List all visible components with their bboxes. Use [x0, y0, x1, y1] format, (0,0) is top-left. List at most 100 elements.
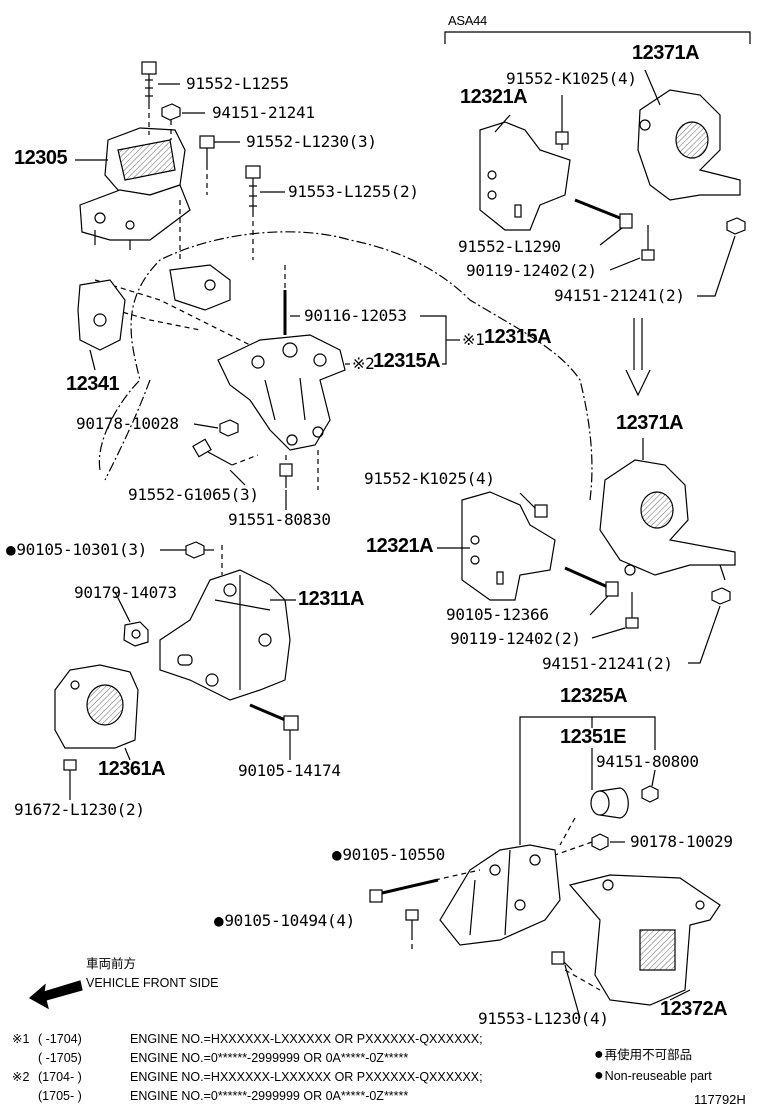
- down-arrow-icon: [625, 318, 651, 397]
- part-90178-10029: 90178-10029: [630, 832, 733, 851]
- part-12371A-upper: 12371A: [632, 42, 700, 64]
- engine-outline-lower: [104, 379, 151, 481]
- note-2-text-2: ENGINE NO.=0******-2999999 OR 0A*****-0Z…: [130, 1089, 409, 1103]
- note-2-range-1: (1704- ): [38, 1070, 82, 1084]
- bolt-91552-L1290: [574, 198, 633, 229]
- part-12311A: 12311A: [298, 588, 364, 610]
- part-91552-G1065-3: 91552-G1065(3): [128, 485, 259, 504]
- mount-12361A-drawing: [54, 664, 139, 749]
- part-90105-10550: 90105-10550: [332, 846, 445, 864]
- part-94151-21241-2-lower: 94151-21241(2): [542, 654, 673, 673]
- part-90105-10301-3: 90105-10301(3): [6, 541, 147, 559]
- part-12325A: 12325A: [560, 685, 628, 707]
- part-94151-21241-2-upper: 94151-21241(2): [554, 286, 685, 305]
- note-1-range-1: ( -1704): [38, 1032, 82, 1046]
- part-90105-12366: 90105-12366: [446, 605, 549, 624]
- assembly-lines-upper-left: [79, 104, 286, 351]
- part-90119-12402-2-upper: 90119-12402(2): [466, 261, 597, 280]
- mark-1: ※1: [462, 330, 485, 349]
- part-91552-L1255: 91552-L1255: [186, 74, 289, 93]
- nut-94151-21241: [161, 103, 181, 121]
- nut-90178-10029: [591, 833, 609, 851]
- bolt-91552-K1025-lower: [534, 504, 548, 518]
- part-12321A-lower: 12321A: [366, 535, 434, 557]
- part-94151-80800: 94151-80800: [596, 752, 699, 771]
- bolt-90105-10301: [185, 541, 214, 559]
- bolt-90119-12402-upper: [641, 225, 655, 261]
- part-12371A-lower: 12371A: [616, 412, 684, 434]
- leader-lines: [69, 69, 736, 1019]
- note-1-text-2: ENGINE NO.=0******-2999999 OR 0A*****-0Z…: [130, 1051, 409, 1065]
- part-91553-L1255-2: 91553-L1255(2): [288, 182, 419, 201]
- nut-94151-21241-upper: [726, 217, 746, 235]
- bushing-12351E-drawing: [590, 787, 629, 819]
- note-2-text-1: ENGINE NO.=HXXXXXX-LXXXXXX OR PXXXXXX-QX…: [130, 1070, 483, 1084]
- part-12361A: 12361A: [98, 758, 166, 780]
- nut-90178-10028: [219, 419, 239, 437]
- bolt-91672-L1230: [63, 759, 77, 785]
- part-90105-14174: 90105-14174: [238, 761, 341, 780]
- bolt-91551-80830: [279, 463, 293, 488]
- bolt-91552-K1025-upper: [555, 131, 569, 150]
- note-1-text-1: ENGINE NO.=HXXXXXX-LXXXXXX OR PXXXXXX-QX…: [130, 1032, 483, 1046]
- bolt-90105-14174: [249, 703, 299, 731]
- bracket-12325A-drawing: [439, 844, 561, 946]
- bolt-90119-12402-lower: [625, 592, 639, 629]
- bracket-12321A-upper-drawing: [479, 121, 571, 231]
- part-12341: 12341: [66, 373, 120, 395]
- part-90179-14073: 90179-14073: [74, 583, 177, 602]
- part-12372A: 12372A: [660, 998, 728, 1020]
- bolt-91553-L1255: [245, 165, 261, 212]
- part-12315A-mark2: 12315A: [373, 350, 441, 372]
- nut-94151-21241-lower: [711, 587, 731, 605]
- assembly-lines-12325A: [411, 817, 601, 991]
- part-12321A-upper: 12321A: [460, 86, 528, 108]
- bracket-12315A-drawing: [217, 290, 346, 451]
- bolt-91552-G1065: [192, 438, 233, 466]
- legend-en: Non-reuseable part: [594, 1068, 712, 1084]
- mark-2: ※2: [352, 354, 375, 373]
- front-arrow-icon: [28, 980, 83, 1010]
- part-90116-12053: 90116-12053: [304, 306, 407, 325]
- bolt-90105-10494: [405, 909, 419, 935]
- nut-90179-14073: [123, 621, 149, 647]
- note-2-mark: ※2: [12, 1070, 30, 1084]
- part-90119-12402-2-lower: 90119-12402(2): [450, 629, 581, 648]
- bracket-12311A-drawing: [159, 569, 291, 701]
- part-90105-10494-4: 90105-10494(4): [214, 912, 355, 930]
- mount-12371A-lower-drawing: [599, 459, 736, 581]
- direction-label-en: VEHICLE FRONT SIDE: [86, 976, 219, 990]
- part-91552-K1025-4-lower: 91552-K1025(4): [364, 469, 495, 488]
- mount-12371A-upper-drawing: [637, 89, 741, 201]
- part-91553-L1230-4: 91553-L1230(4): [478, 1009, 609, 1028]
- bolt-91553-L1230: [551, 951, 573, 971]
- part-90178-10028: 90178-10028: [76, 414, 179, 433]
- part-12351E: 12351E: [560, 726, 626, 748]
- figure-code: 117792H: [694, 1092, 746, 1107]
- part-91552-L1230-3: 91552-L1230(3): [246, 132, 377, 151]
- note-2-range-2: (1705- ): [38, 1089, 82, 1103]
- part-94151-21241: 94151-21241: [212, 103, 315, 122]
- part-91672-L1230-2: 91672-L1230(2): [14, 800, 145, 819]
- mount-12372A-drawing: [568, 874, 721, 1006]
- part-12315A-mark1: 12315A: [484, 326, 552, 348]
- part-91552-L1290: 91552-L1290: [458, 237, 561, 256]
- assembly-lines-12315A: [231, 450, 319, 490]
- part-91552-K1025-4-upper: 91552-K1025(4): [506, 69, 637, 88]
- bracket-12321A-lower-drawing: [461, 491, 556, 601]
- bolt-91552-L1230: [199, 135, 215, 165]
- direction-label-jp: 車両前方: [86, 957, 137, 971]
- part-12305: 12305: [14, 147, 68, 169]
- variant-bracket-line: [444, 31, 751, 44]
- part-91551-80830: 91551-80830: [228, 510, 331, 529]
- variant-label: ASA44: [448, 13, 487, 28]
- nut-94151-80800: [641, 785, 659, 803]
- legend-jp: 再使用不可部品: [594, 1047, 693, 1063]
- note-1-range-2: ( -1705): [38, 1051, 82, 1065]
- bolt-90105-12366: [564, 566, 619, 597]
- bolt-91552-L1255: [141, 61, 157, 104]
- note-1-mark: ※1: [12, 1032, 30, 1046]
- engine-outline: [98, 231, 593, 501]
- bolt-90105-10550: [369, 878, 439, 903]
